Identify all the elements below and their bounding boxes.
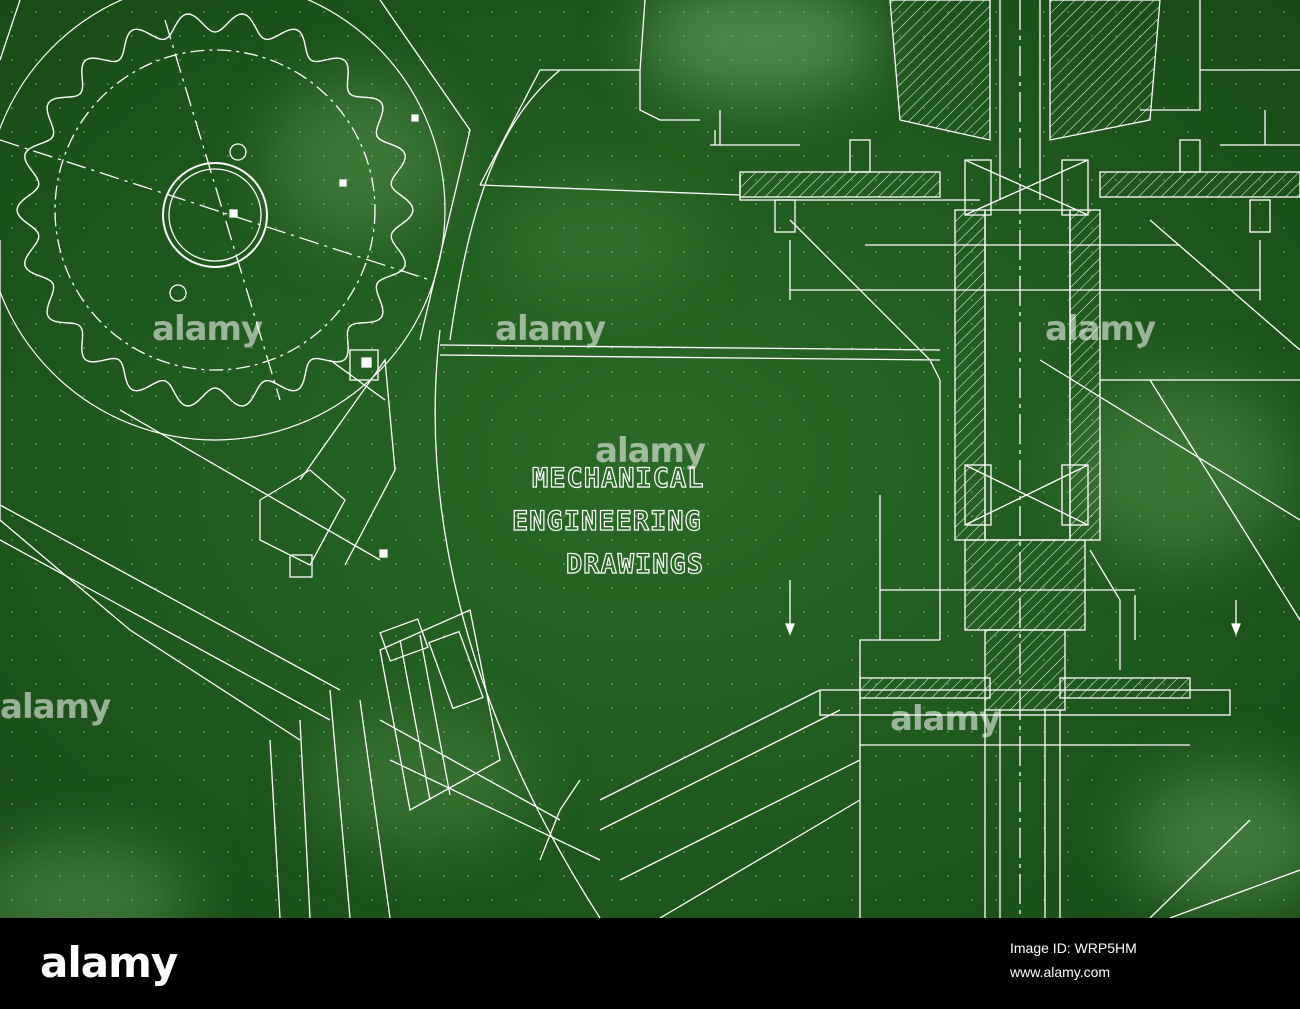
central-shaft <box>954 0 1101 918</box>
footer-bar <box>0 918 1300 1009</box>
site-url: www.alamy.com <box>1010 964 1111 980</box>
watermark: alamy <box>1045 309 1156 349</box>
title-block: MECHANICAL ENGINEERING DRAWINGS <box>511 462 705 580</box>
watermark: alamy <box>890 699 1001 739</box>
image-id-label: Image ID: WRP5HM <box>1010 940 1137 956</box>
lower-flange <box>819 495 1231 918</box>
title-line-1: MECHANICAL <box>532 463 705 494</box>
drawing-lines <box>0 0 1300 918</box>
watermark: alamy <box>152 309 263 349</box>
watermarks: alamy alamy alamy alamy alamy alamy <box>0 309 1157 739</box>
watermark: alamy <box>595 431 706 471</box>
watermark: alamy <box>0 687 111 727</box>
engineering-drawing: MECHANICAL ENGINEERING DRAWINGS alamy al… <box>0 0 1300 918</box>
sprocket-gear <box>0 0 446 441</box>
title-line-3: DRAWINGS <box>566 549 704 580</box>
title-line-2: ENGINEERING <box>512 506 702 537</box>
alamy-logo: alamy <box>40 938 178 987</box>
bolt-assembly <box>269 609 601 918</box>
top-flange <box>710 0 1300 300</box>
watermark: alamy <box>495 309 606 349</box>
